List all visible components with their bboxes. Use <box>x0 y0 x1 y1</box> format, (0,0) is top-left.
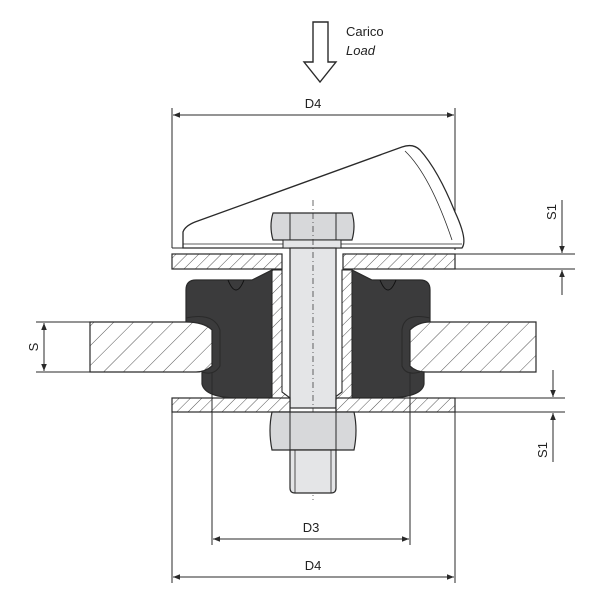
upper-cover-bracket <box>182 144 465 249</box>
bolt-thread-end <box>289 449 337 494</box>
dimension-s1-top-label: S1 <box>544 204 559 220</box>
load-label-en: Load <box>346 43 376 58</box>
load-arrow-icon <box>302 21 338 84</box>
lower-hex-nut <box>269 411 357 451</box>
dimension-s <box>36 321 90 373</box>
dimension-d3 <box>211 372 411 545</box>
dimension-d4-top-label: D4 <box>305 96 322 111</box>
dimension-s1-bottom-label: S1 <box>535 442 550 458</box>
bolt-shaft <box>289 200 337 500</box>
dimension-d3-label: D3 <box>303 520 320 535</box>
dimension-s1-bottom <box>455 370 565 462</box>
dimension-d4-bottom-label: D4 <box>305 558 322 573</box>
inner-sleeve <box>271 269 353 399</box>
load-label-it: Carico <box>346 24 384 39</box>
dimension-d4-bottom <box>171 412 456 583</box>
dimension-s-label: S <box>26 342 41 351</box>
dimension-s1-top <box>455 200 575 295</box>
lower-washer-plate <box>171 397 456 413</box>
support-plate-left <box>89 315 221 374</box>
support-plate-right <box>401 315 537 374</box>
